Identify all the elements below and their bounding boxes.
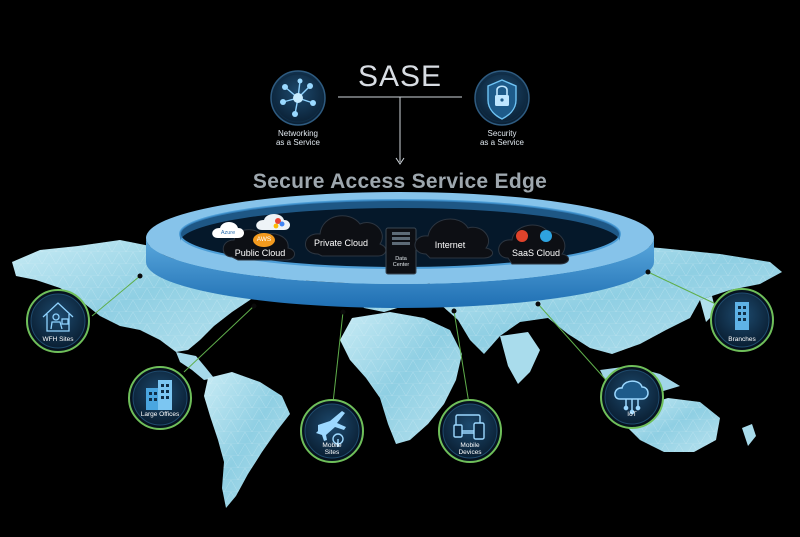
sase-connector bbox=[338, 96, 462, 165]
wfh-sites-label-line1: WFH Sites bbox=[42, 336, 74, 343]
lock-icon bbox=[474, 70, 530, 126]
security-service-label: Security as a Service bbox=[457, 129, 547, 147]
networking-service-label: Networking as a Service bbox=[253, 129, 343, 147]
azure-label: Azure bbox=[220, 230, 236, 236]
page-title: SASE bbox=[357, 60, 443, 93]
node-mobile-sites bbox=[300, 399, 364, 463]
mobile-devices-label: Mobile Devices bbox=[442, 442, 498, 457]
public-cloud-label: Public Cloud bbox=[234, 248, 286, 258]
large-offices-label: Large Offices bbox=[132, 411, 188, 418]
node-mobile-devices bbox=[438, 399, 502, 463]
gcp-cloud bbox=[256, 214, 290, 230]
map-central-america bbox=[176, 352, 214, 380]
data-center bbox=[385, 227, 417, 275]
aws-label: AWS bbox=[256, 236, 272, 243]
network-icon bbox=[270, 70, 326, 126]
wfh-sites-label: WFH Sites bbox=[30, 336, 86, 343]
internet-label: Internet bbox=[434, 240, 466, 250]
branches-label: Branches bbox=[714, 336, 770, 343]
map-india bbox=[500, 332, 540, 384]
branches-label-line1: Branches bbox=[728, 336, 756, 343]
diagram-headline: Secure Access Service Edge bbox=[252, 170, 548, 193]
networking-label-line2: as a Service bbox=[275, 138, 321, 148]
mobile-sites-label-line1: Mobile bbox=[322, 442, 342, 449]
devices-icon bbox=[453, 414, 485, 440]
azure-cloud bbox=[212, 222, 244, 238]
airplane-icon bbox=[316, 411, 346, 447]
mobile-devices-label-line1: Mobile bbox=[460, 442, 480, 449]
internet-cloud bbox=[414, 218, 493, 259]
saas-cloud bbox=[498, 224, 569, 265]
node-large-offices bbox=[128, 366, 192, 430]
private-cloud-label: Private Cloud bbox=[313, 238, 369, 248]
ring-anchor-dots bbox=[137, 269, 651, 315]
data-center-label-line1: Data bbox=[395, 256, 407, 262]
large-offices-label-line1: Large Offices bbox=[140, 411, 180, 418]
mobile-sites-label: Mobile Sites bbox=[304, 442, 360, 457]
mobile-sites-label-line2: Sites bbox=[324, 449, 340, 457]
node-wfh-sites bbox=[26, 289, 90, 353]
home-worker-icon bbox=[42, 302, 74, 332]
node-iot bbox=[600, 365, 664, 429]
security-label-line2: as a Service bbox=[479, 138, 525, 148]
iot-cloud-icon bbox=[614, 380, 649, 415]
data-center-label-line2: Center bbox=[392, 262, 410, 269]
iot-label: IoT bbox=[604, 411, 660, 418]
saas-cloud-label: SaaS Cloud bbox=[511, 248, 561, 258]
node-connectors bbox=[91, 271, 721, 413]
node-branches bbox=[710, 288, 774, 352]
building-icon bbox=[146, 380, 172, 410]
branch-building-icon bbox=[735, 302, 749, 330]
mobile-devices-label-line2: Devices bbox=[458, 449, 482, 457]
networking-label-line1: Networking bbox=[277, 129, 318, 138]
iot-label-line1: IoT bbox=[627, 411, 637, 418]
security-label-line1: Security bbox=[487, 129, 517, 138]
data-center-label: Data Center bbox=[381, 256, 421, 269]
map-new-zealand bbox=[742, 424, 756, 446]
